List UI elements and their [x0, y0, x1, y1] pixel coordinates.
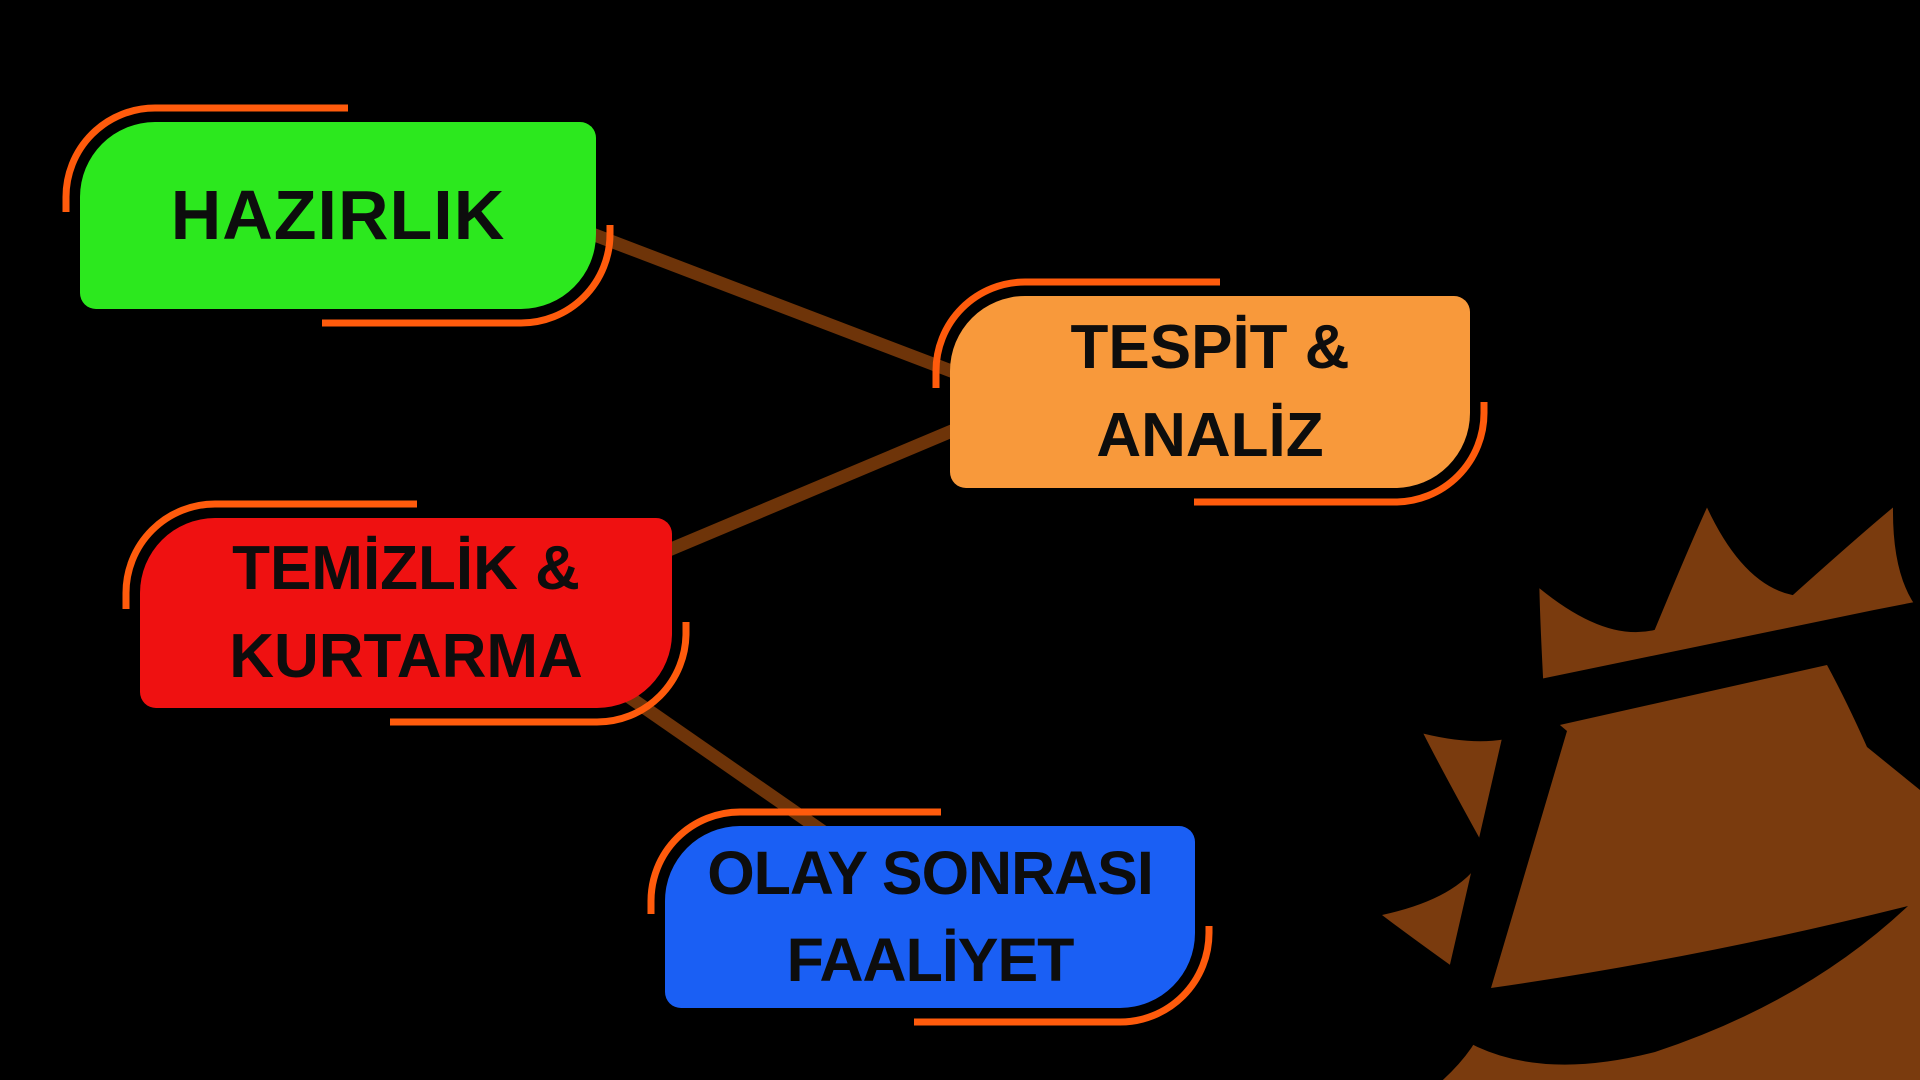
connector-hazirlik-tespit — [542, 209, 983, 389]
node-hazirlik: HAZIRLIK — [58, 100, 618, 331]
node-accents — [932, 278, 1488, 506]
accent-arc-top-left — [647, 808, 941, 914]
node-shape: HAZIRLIK — [80, 122, 596, 309]
accent-arc-bottom-right — [390, 622, 690, 726]
connector-temizlik-tespit — [642, 414, 981, 566]
accent-arc-top-left — [932, 278, 1220, 388]
node-label-line: ANALİZ — [1096, 401, 1324, 470]
accent-arc-bottom-right — [322, 225, 614, 327]
excavator-bucket-sweep-icon — [1437, 686, 1908, 1065]
node-accents — [62, 104, 614, 327]
node-olay-sonrasi-faaliyet: OLAY SONRASI FAALİYET — [643, 804, 1217, 1030]
accent-arc-top-left — [122, 500, 417, 609]
node-accents — [647, 808, 1213, 1026]
accent-arc-bottom-right — [914, 926, 1213, 1026]
node-shape: OLAY SONRASI FAALİYET — [665, 826, 1195, 1008]
connector-temizlik-olay — [618, 686, 842, 848]
node-label-line: FAALİYET — [786, 926, 1075, 994]
node-label-line: HAZIRLIK — [170, 175, 506, 254]
node-label-line: TESPİT & — [1070, 312, 1350, 382]
node-temizlik-kurtarma: TEMİZLİK & KURTARMA — [118, 496, 694, 730]
accent-arc-top-left — [62, 104, 348, 212]
node-label-line: TEMİZLİK & — [232, 533, 580, 603]
node-label-line: OLAY SONRASI — [707, 839, 1154, 908]
node-shape: TEMİZLİK & KURTARMA — [140, 518, 672, 708]
node-label-line: KURTARMA — [229, 622, 583, 691]
node-shape: TESPİT & ANALİZ — [950, 296, 1470, 488]
watermark-logo — [1382, 507, 1920, 1080]
node-accents — [122, 500, 690, 726]
excavator-bucket-top-icon — [1516, 601, 1920, 790]
accent-arc-bottom-right — [1194, 402, 1488, 506]
node-tespit-analiz: TESPİT & ANALİZ — [928, 274, 1492, 510]
